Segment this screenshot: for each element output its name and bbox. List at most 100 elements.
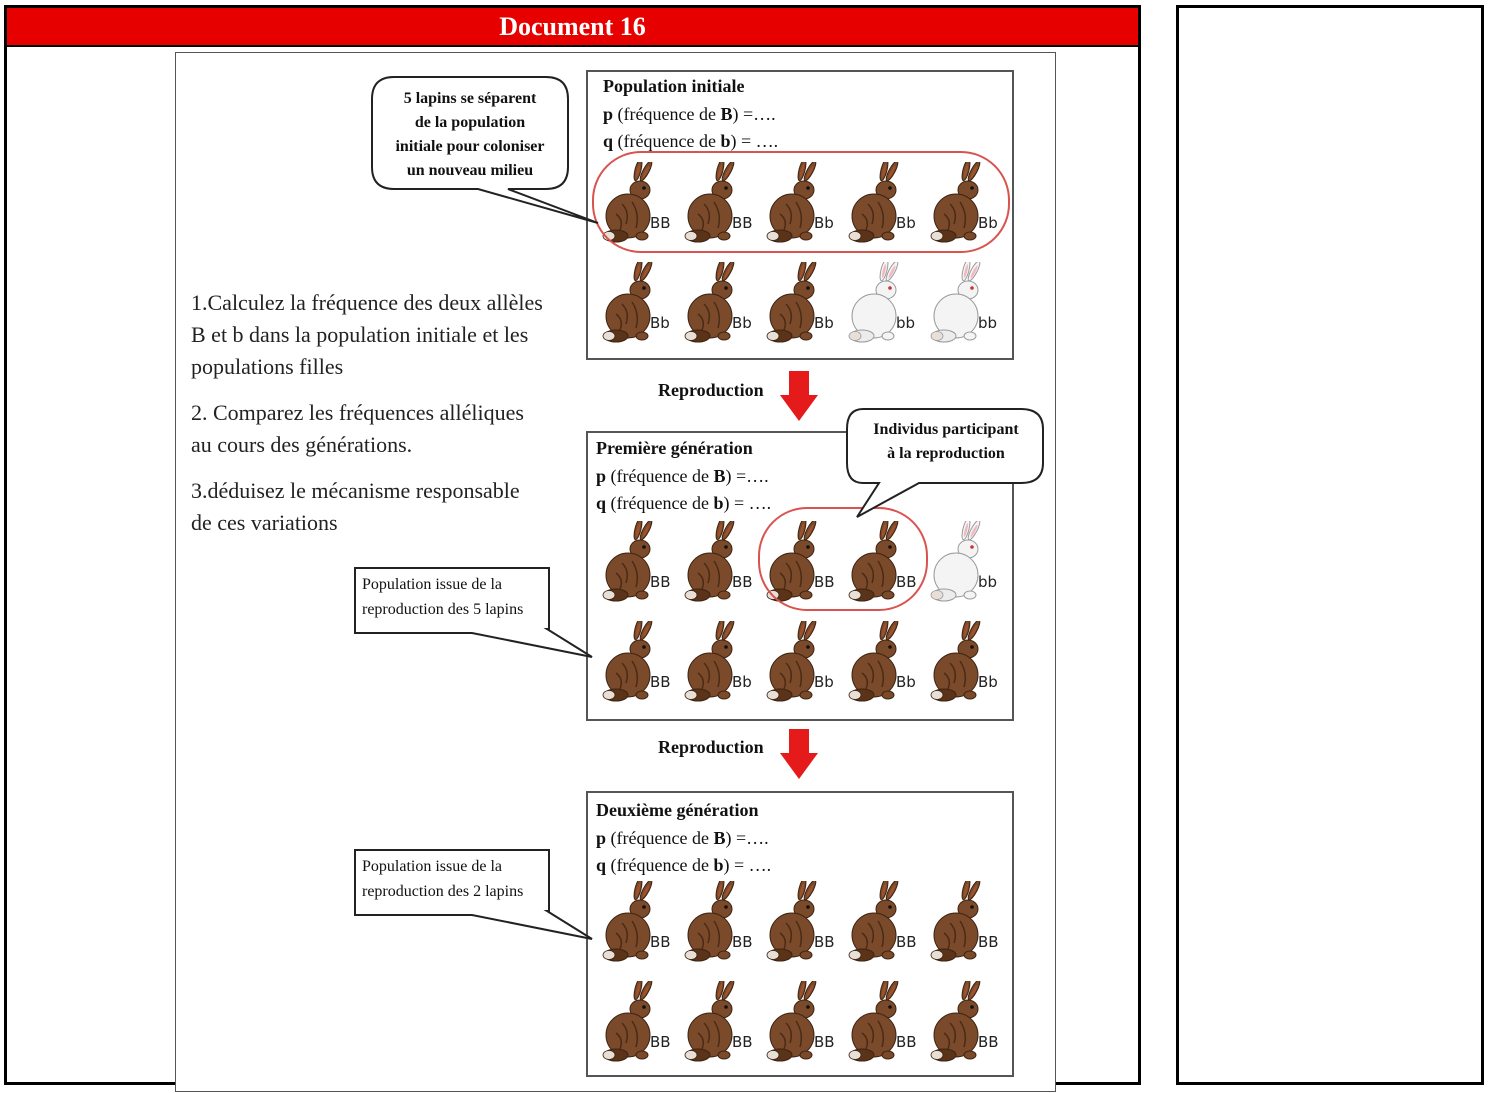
rabbit: Bb (846, 617, 926, 711)
genotype-label: Bb (814, 214, 834, 232)
genotype-label: BB (814, 1033, 835, 1051)
rabbit-icon (848, 158, 899, 243)
question-1-line-2: B et b dans la population initiale et le… (191, 322, 529, 347)
question-2-line-2: au cours des générations. (191, 432, 413, 457)
rabbit-icon (602, 617, 653, 702)
rabbit-icon (930, 158, 981, 243)
genotype-label: Bb (732, 314, 752, 332)
q-frequency: q (fréquence de b) = …. (603, 131, 779, 151)
genotype-label: BB (978, 1033, 999, 1051)
rabbit-icon (930, 517, 981, 602)
rabbit: BB (846, 877, 926, 971)
question-2-line-1: 2. Comparez les fréquences alléliques (191, 400, 524, 425)
selection-overlay (592, 151, 1010, 611)
speech-bubble (371, 76, 599, 224)
rabbit-icon (848, 617, 899, 702)
rabbit: BB (600, 158, 680, 252)
rabbit-icon (766, 158, 817, 243)
rabbit-icon (684, 258, 735, 343)
genotype-label: BB (732, 1033, 753, 1051)
rabbit-icon (930, 258, 981, 343)
rabbit-icon (602, 517, 653, 602)
rabbit-icon (766, 258, 817, 343)
rabbit-icon (602, 158, 653, 243)
genotype-label: BB (814, 573, 835, 591)
rabbit: BB (846, 517, 926, 611)
speech-bubble (846, 408, 1044, 518)
rabbit-icon (848, 258, 899, 343)
rabbit-icon (684, 158, 735, 243)
rabbit: Bb (682, 617, 762, 711)
rabbit: BB (682, 158, 762, 252)
genotype-label: BB (732, 573, 753, 591)
participants-group-outline (758, 507, 928, 611)
rabbit-icon (684, 877, 735, 962)
p-frequency: p (fréquence de B) =…. (596, 466, 769, 486)
rabbit: BB (600, 877, 680, 971)
rabbit: Bb (928, 158, 1008, 252)
note-box (354, 567, 593, 658)
colonizer-group-outline (592, 151, 1010, 253)
down-arrow-icon (780, 729, 818, 779)
rabbit: BB (682, 517, 762, 611)
genotype-label: BB (896, 933, 917, 951)
down-arrow-icon (780, 371, 818, 421)
rabbit-icon (930, 977, 981, 1062)
genotype-label: Bb (978, 214, 998, 232)
question-3-line-2: de ces variations (191, 510, 338, 535)
rabbit-icon (684, 977, 735, 1062)
question-1-line-3: populations filles (191, 354, 344, 379)
note-box (354, 849, 593, 940)
genotype-label: Bb (978, 673, 998, 691)
rabbit: BB (846, 977, 926, 1071)
generation-box-initial: Population initiale p (fréquence de B) =… (586, 70, 1014, 360)
genotype-label: BB (732, 933, 753, 951)
generation-box-second: Deuxième génération p (fréquence de B) =… (586, 791, 1014, 1077)
genotype-label: BB (650, 933, 671, 951)
genotype-label: Bb (896, 214, 916, 232)
rabbit-icon (602, 877, 653, 962)
genotype-label: BB (896, 1033, 917, 1051)
rabbit: Bb (928, 617, 1008, 711)
rabbit-icon (930, 617, 981, 702)
p-frequency: p (fréquence de B) =…. (596, 828, 769, 848)
generation-title: Population initiale (603, 76, 745, 96)
question-3-line-1: 3.déduisez le mécanisme responsable (191, 478, 520, 503)
figure-panel: 1.Calculez la fréquence des deux allèles… (175, 52, 1056, 1092)
rabbit: bb (928, 517, 1008, 611)
rabbit-icon (848, 877, 899, 962)
genotype-label: BB (896, 573, 917, 591)
generation-box-first: Première génération p (fréquence de B) =… (586, 431, 1014, 721)
rabbit-icon (766, 617, 817, 702)
genotype-label: Bb (896, 673, 916, 691)
question-1-line-1: 1.Calculez la fréquence des deux allèles (191, 290, 543, 315)
genotype-label: BB (650, 573, 671, 591)
genotype-label: Bb (732, 673, 752, 691)
genotype-label: bb (978, 314, 998, 332)
rabbit-icon (602, 977, 653, 1062)
rabbit-icon (848, 977, 899, 1062)
rabbit: Bb (764, 617, 844, 711)
generation-title: Première génération (596, 438, 753, 458)
genotype-label: BB (814, 933, 835, 951)
reproduction-label-1: Reproduction (658, 380, 764, 400)
rabbit-icon (684, 617, 735, 702)
rabbit: Bb (600, 258, 680, 352)
genotype-label: BB (650, 673, 671, 691)
rabbit-icon (848, 517, 899, 602)
rabbit: Bb (846, 158, 926, 252)
rabbit: Bb (682, 258, 762, 352)
genotype-label: bb (896, 314, 916, 332)
colonize-callout: 5 lapins se séparent de la population in… (395, 90, 545, 179)
rabbit: BB (764, 877, 844, 971)
genotype-label: Bb (814, 673, 834, 691)
note-gen2: Population issue de la reproduction des … (362, 858, 524, 900)
rabbit: bb (928, 258, 1008, 352)
genotype-label: BB (732, 214, 753, 232)
reproduction-label-2: Reproduction (658, 737, 764, 757)
rabbit: BB (928, 877, 1008, 971)
rabbit: Bb (764, 258, 844, 352)
p-frequency: p (fréquence de B) =…. (603, 104, 776, 124)
side-panel (1176, 5, 1484, 1085)
genotype-label: BB (650, 214, 671, 232)
